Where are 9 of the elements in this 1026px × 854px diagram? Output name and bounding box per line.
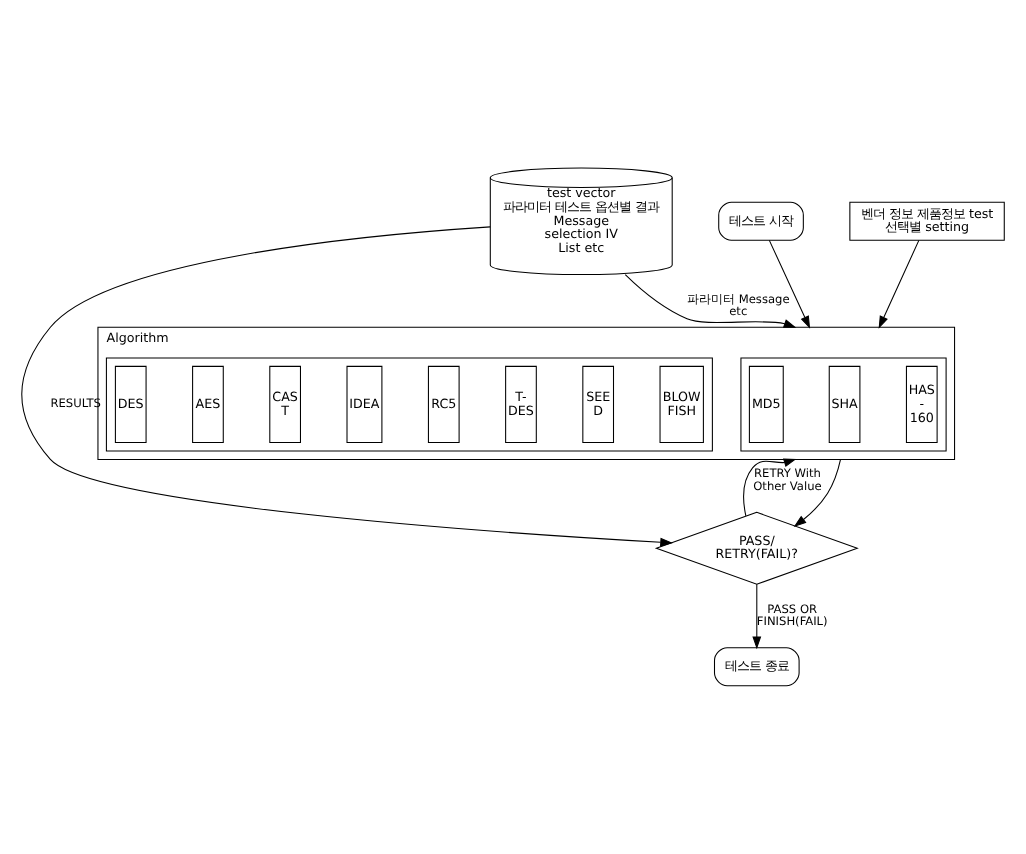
- arrow: [743, 458, 797, 517]
- arrow: [624, 274, 797, 328]
- arrow: [752, 583, 762, 650]
- arrow: [768, 239, 811, 329]
- arrow: [793, 458, 842, 527]
- cluster: [740, 357, 947, 452]
- arrow: [21, 226, 673, 547]
- arrow: [878, 239, 920, 329]
- cluster: [105, 357, 713, 452]
